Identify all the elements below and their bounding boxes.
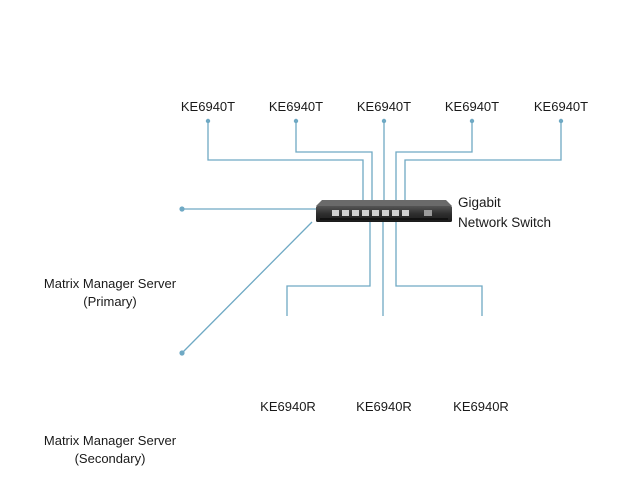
receiver-label-3: KE6940R — [453, 399, 509, 414]
dot-server-secondary — [179, 350, 185, 356]
link-tx-4 — [395, 120, 473, 200]
transmitter-label-2: KE6940T — [268, 99, 324, 114]
link-tx-1 — [207, 120, 364, 200]
transmitter-label-1: KE6940T — [180, 99, 236, 114]
dot-tx-2 — [293, 118, 299, 124]
dot-tx-3 — [381, 118, 387, 124]
dot-server-primary — [179, 206, 185, 212]
transmitter-label-5: KE6940T — [533, 99, 589, 114]
dot-tx-4 — [469, 118, 475, 124]
server-secondary-label-line2: (Secondary) — [74, 451, 146, 466]
switch-label-line2: Network Switch — [458, 215, 552, 230]
receiver-label-1: KE6940R — [260, 399, 316, 414]
link-server-secondary — [181, 221, 313, 354]
server-secondary-label-line1: Matrix Manager Server — [43, 433, 177, 448]
switch-label: Gigabit Network Switch — [458, 193, 551, 233]
receiver-label-2: KE6940R — [356, 399, 412, 414]
network-switch-icon — [316, 200, 452, 222]
transmitter-label-4: KE6940T — [444, 99, 500, 114]
transmitter-label-3: KE6940T — [356, 99, 412, 114]
switch-label-line1: Gigabit — [458, 195, 501, 210]
server-primary-label-line2: (Primary) — [83, 294, 137, 309]
link-rx-3 — [395, 222, 483, 316]
dot-tx-5 — [558, 118, 564, 124]
link-rx-1 — [286, 222, 371, 316]
server-secondary-label: Matrix Manager Server (Secondary) — [10, 432, 210, 468]
link-tx-2 — [295, 120, 373, 200]
server-primary-label-line1: Matrix Manager Server — [43, 276, 177, 291]
connection-lines — [181, 120, 562, 354]
connector-dots — [179, 118, 564, 356]
dot-tx-1 — [205, 118, 211, 124]
server-primary-label: Matrix Manager Server (Primary) — [10, 275, 210, 311]
link-tx-5 — [404, 120, 562, 200]
